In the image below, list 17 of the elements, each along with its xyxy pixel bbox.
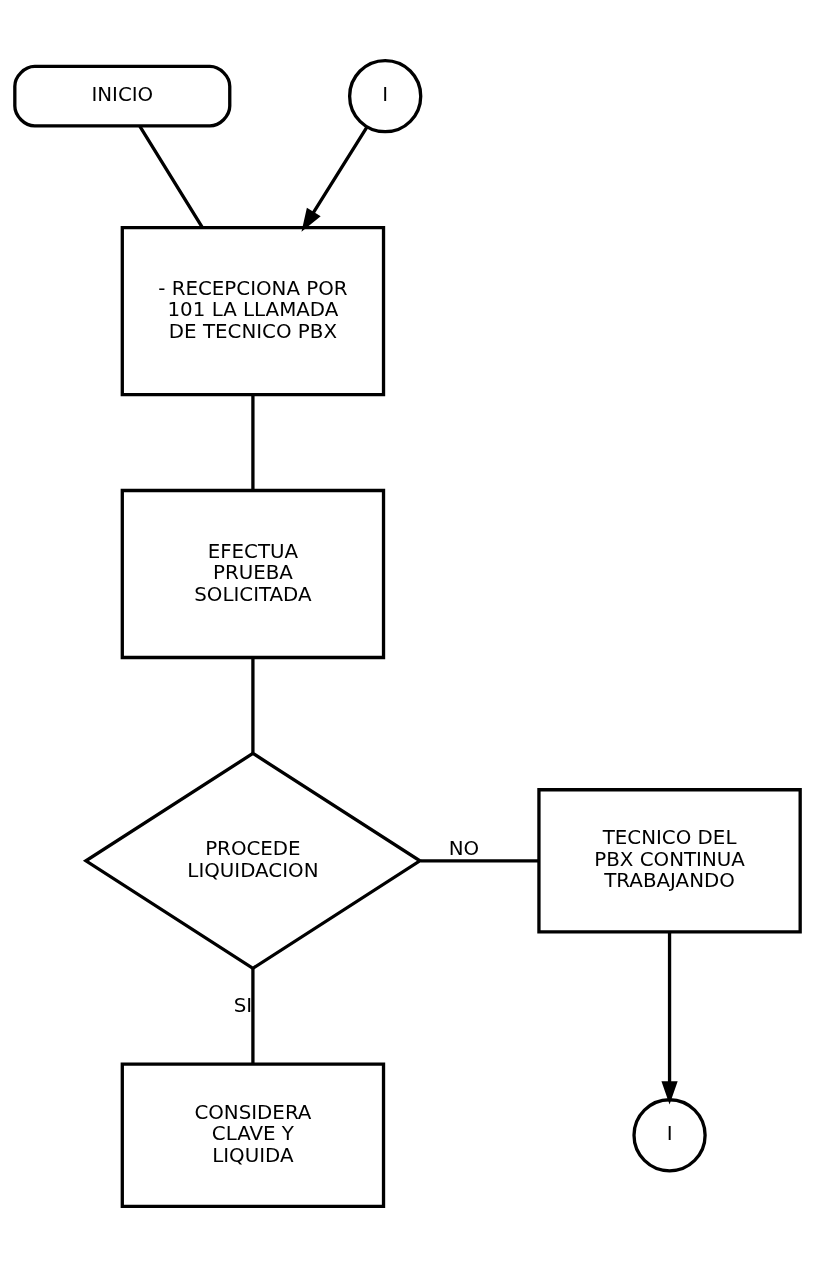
node-box: - RECEPCIONA POR 101 LA LLAMADA DE TECNICO PBX	[120, 225, 386, 397]
node-box: EFECTUA PRUEBA SOLICITADA	[120, 488, 386, 660]
arrow	[661, 932, 678, 1105]
node-box: INICIO	[13, 64, 232, 128]
connector	[251, 657, 255, 754]
connector	[251, 968, 255, 1064]
edge-label: SI	[233, 993, 253, 1017]
node-diamond: PROCEDE LIQUIDACION	[82, 751, 423, 971]
node-box: TECNICO DEL PBX CONTINUA TRABAJANDO	[537, 788, 802, 934]
node-circle: I	[347, 58, 423, 134]
node-circle: I	[632, 1098, 707, 1173]
node-box: CONSIDERA CLAVE Y LIQUIDA	[120, 1062, 386, 1209]
connector	[251, 394, 255, 491]
connector	[420, 859, 539, 863]
edge-label: NO	[448, 837, 480, 861]
connector	[138, 125, 204, 229]
arrow	[301, 125, 369, 232]
